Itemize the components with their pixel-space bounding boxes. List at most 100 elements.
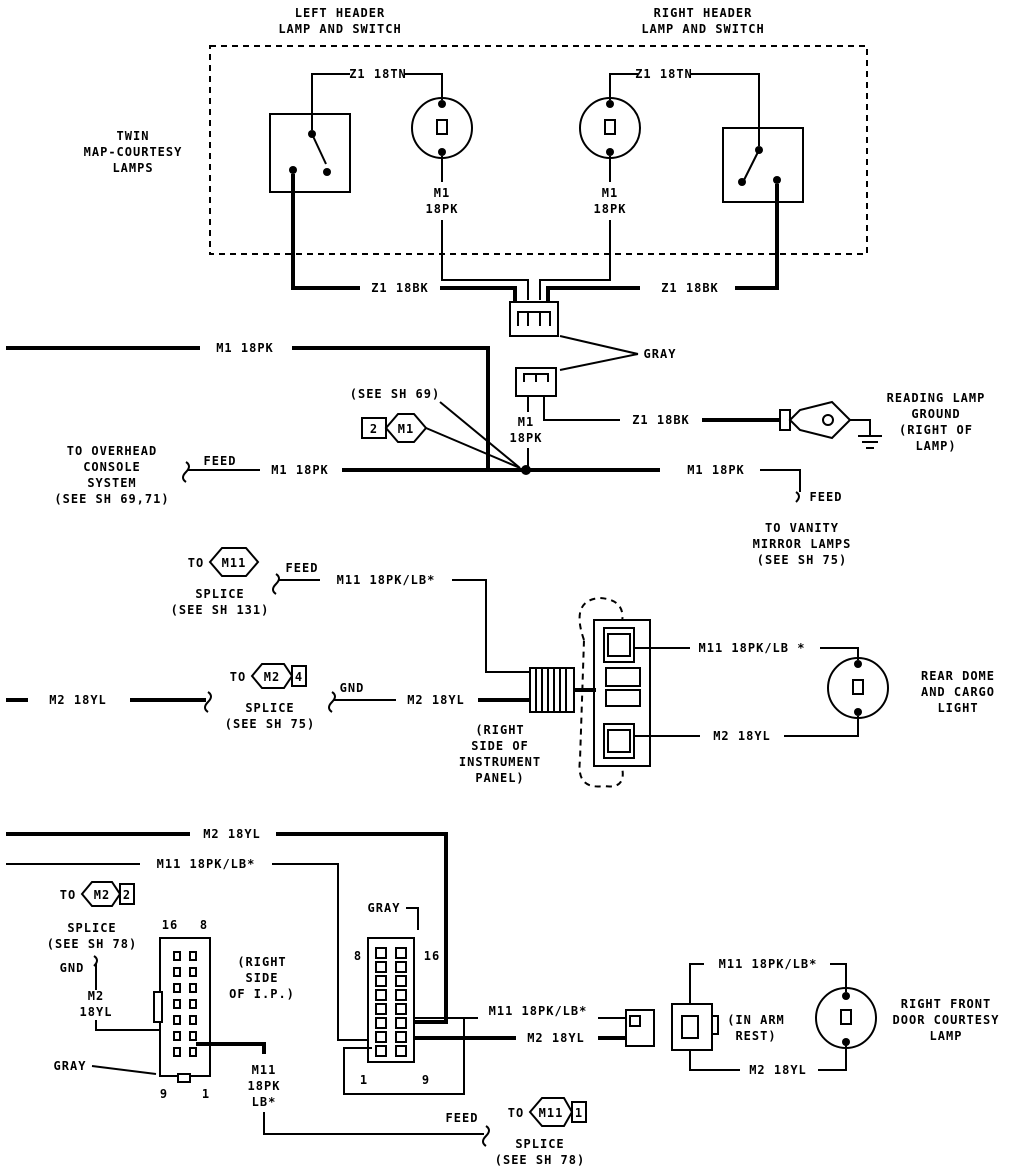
ip-connector-center <box>367 937 415 1063</box>
svg-text:2: 2 <box>370 422 378 436</box>
svg-text:4: 4 <box>295 670 303 684</box>
header-connector <box>509 301 559 337</box>
m11-b-label: M11 18PK LB* <box>248 1063 280 1109</box>
feed-vanity-label: FEED <box>810 490 843 504</box>
m11-bottom-label: M11 18PK/LB* <box>157 857 256 871</box>
m1-feed-label: M1 18PK <box>271 463 329 477</box>
svg-text:TWIN: TWIN <box>117 129 150 143</box>
svg-text:SYSTEM: SYSTEM <box>87 476 136 490</box>
z1-18bk-left-label: Z1 18BK <box>371 281 429 295</box>
c2-16-label: 16 <box>424 949 440 963</box>
svg-text:M11: M11 <box>252 1063 277 1077</box>
svg-text:(RIGHT OF: (RIGHT OF <box>899 423 973 437</box>
m2-d-label: M2 18YL <box>749 1063 807 1077</box>
feed-overhead-label: FEED <box>204 454 237 468</box>
m11-rear-label: M11 18PK/LB * <box>699 641 806 655</box>
conn-8-label: 8 <box>200 918 208 932</box>
svg-text:INSTRUMENT: INSTRUMENT <box>459 755 541 769</box>
svg-text:SPLICE: SPLICE <box>67 921 116 935</box>
svg-text:GROUND: GROUND <box>911 407 960 421</box>
feed-b-label: FEED <box>446 1111 479 1125</box>
c2-8-label: 8 <box>354 949 362 963</box>
m2-c-label: M2 18YL <box>527 1031 585 1045</box>
m11-diamond-b: M11 1 <box>528 1097 587 1127</box>
right-front-door-lamp <box>815 987 877 1049</box>
svg-text:RIGHT HEADER: RIGHT HEADER <box>654 6 753 20</box>
m1-right-label: M1 <box>602 186 618 200</box>
vanity-label: TO VANITY MIRROR LAMPS (SEE SH 75) <box>753 521 852 567</box>
svg-text:PANEL): PANEL) <box>475 771 524 785</box>
svg-text:M11: M11 <box>539 1106 564 1120</box>
m1-right-label-2: 18PK <box>594 202 627 216</box>
m1-left-label-2: 18PK <box>426 202 459 216</box>
svg-text:LIGHT: LIGHT <box>937 701 978 715</box>
splice-78-b-label: SPLICE (SEE SH 78) <box>495 1137 585 1167</box>
m1-vanity-label: M1 18PK <box>687 463 745 477</box>
to-m11-b: TO <box>508 1106 524 1120</box>
svg-text:(IN ARM: (IN ARM <box>727 1013 785 1027</box>
m1-left-label: M1 <box>434 186 450 200</box>
svg-text:REST): REST) <box>735 1029 776 1043</box>
m2-b-label-2: 18YL <box>80 1005 113 1019</box>
svg-text:READING LAMP: READING LAMP <box>887 391 986 405</box>
conn-9-label: 9 <box>160 1087 168 1101</box>
gnd-b-label: GND <box>60 961 85 975</box>
svg-text:TO VANITY: TO VANITY <box>765 521 839 535</box>
right-switch <box>722 127 804 203</box>
svg-text:CONSOLE: CONSOLE <box>83 460 141 474</box>
reading-lamp-ground <box>779 400 882 449</box>
z1-18tn-left-label: Z1 18TN <box>349 67 407 81</box>
splice-point <box>521 465 531 475</box>
gray-b-label: GRAY <box>54 1059 87 1073</box>
svg-text:AND CARGO: AND CARGO <box>921 685 995 699</box>
svg-text:(SEE SH 75): (SEE SH 75) <box>225 717 315 731</box>
right-header-lamp <box>579 97 641 159</box>
splice-78-a-label: SPLICE (SEE SH 78) <box>47 921 137 951</box>
arm-rest-connector <box>625 1003 719 1051</box>
svg-text:(SEE SH 78): (SEE SH 78) <box>495 1153 585 1167</box>
svg-text:DOOR COURTESY: DOOR COURTESY <box>893 1013 1000 1027</box>
z1-reading-label: Z1 18BK <box>632 413 690 427</box>
to-m2-4: TO <box>230 670 246 684</box>
svg-text:MAP-COURTESY: MAP-COURTESY <box>84 145 183 159</box>
svg-text:M1: M1 <box>398 422 414 436</box>
svg-text:OF I.P.): OF I.P.) <box>229 987 295 1001</box>
left-switch <box>269 113 351 193</box>
svg-text:TO OVERHEAD: TO OVERHEAD <box>67 444 157 458</box>
right-header-label: RIGHT HEADER LAMP AND SWITCH <box>641 6 764 36</box>
svg-text:LAMPS: LAMPS <box>112 161 153 175</box>
m11-top-label: M11 18PK/LB* <box>337 573 436 587</box>
left-header-label: LEFT HEADER LAMP AND SWITCH <box>278 6 400 36</box>
z1-18bk-right-label: Z1 18BK <box>661 281 719 295</box>
svg-text:MIRROR LAMPS: MIRROR LAMPS <box>753 537 852 551</box>
m2-left-label: M2 18YL <box>49 693 107 707</box>
svg-text:SPLICE: SPLICE <box>515 1137 564 1151</box>
m11-d-label: M11 18PK/LB* <box>719 957 818 971</box>
overhead-label: TO OVERHEAD CONSOLE SYSTEM (SEE SH 69,71… <box>54 444 169 506</box>
see-sh69-label: (SEE SH 69) <box>350 387 440 401</box>
m1-mid-label-2: 18PK <box>510 431 543 445</box>
twin-lamps-label: TWIN MAP-COURTESY LAMPS <box>84 129 183 175</box>
m1-top-label: M1 18PK <box>216 341 274 355</box>
svg-text:LB*: LB* <box>252 1095 277 1109</box>
svg-text:SIDE OF: SIDE OF <box>471 739 529 753</box>
svg-text:M2: M2 <box>264 670 280 684</box>
z1-18tn-right-label: Z1 18TN <box>635 67 693 81</box>
to-m2-2: TO <box>60 888 76 902</box>
m2-mid-label: M2 18YL <box>407 693 465 707</box>
ip-connector-left <box>153 937 211 1083</box>
m2-b-label: M2 <box>88 989 104 1003</box>
svg-text:(SEE SH 78): (SEE SH 78) <box>47 937 137 951</box>
m11-c-label: M11 18PK/LB* <box>489 1004 588 1018</box>
svg-text:M11: M11 <box>222 556 247 570</box>
instrument-panel-connector <box>529 596 651 788</box>
conn-1-label: 1 <box>202 1087 210 1101</box>
svg-text:LAMP AND SWITCH: LAMP AND SWITCH <box>641 22 764 36</box>
svg-text:1: 1 <box>575 1106 583 1120</box>
svg-text:LEFT HEADER: LEFT HEADER <box>295 6 385 20</box>
svg-text:(SEE SH 69,71): (SEE SH 69,71) <box>54 492 169 506</box>
rear-dome-label: REAR DOME AND CARGO LIGHT <box>921 669 995 715</box>
to-m11-top: TO <box>188 556 204 570</box>
svg-text:REAR DOME: REAR DOME <box>921 669 995 683</box>
splice-131-label: SPLICE (SEE SH 131) <box>171 587 269 617</box>
